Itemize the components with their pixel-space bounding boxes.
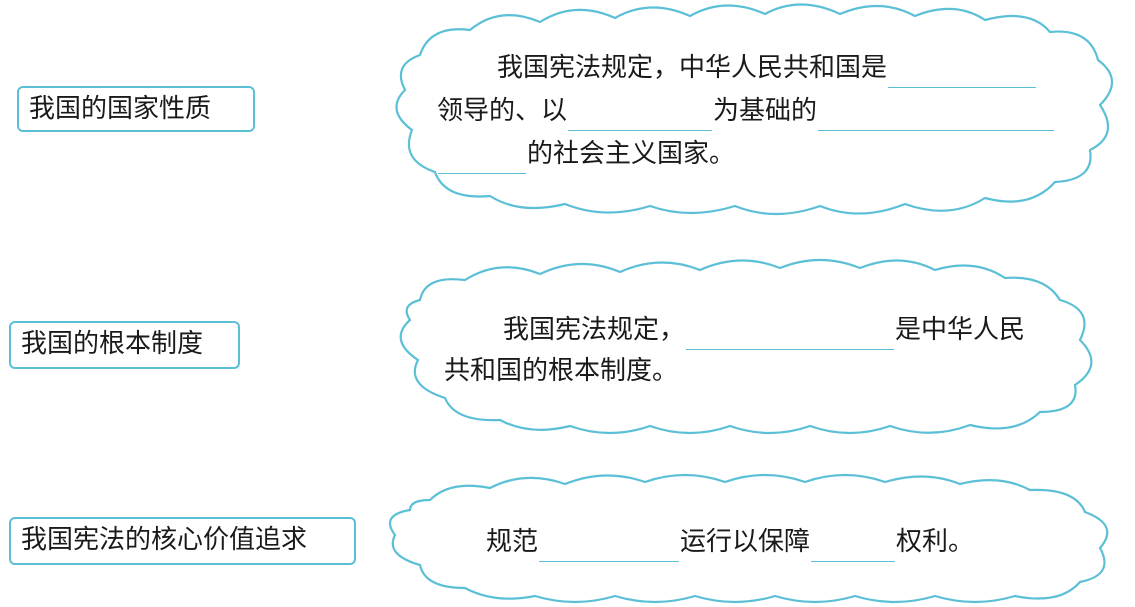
cloud2-text-2: 共和国的根本制度。 [444,356,679,386]
cloud2-text-1a: 我国宪法规定， [503,315,686,345]
cloud1-text-3: 的社会主义国家。 [527,139,736,169]
cloud1-text-2a: 领导的、以 [437,96,568,126]
cloud-bubble-system [399,258,1093,435]
cloud1-text-1: 我国宪法规定，中华人民共和国是 [497,53,888,83]
blank-nature-4[interactable] [438,143,526,174]
cloud3-line1: 规范 运行以保障 权利。 [486,522,974,562]
cloud1-line3: 的社会主义国家。 [437,134,735,174]
cloud3-text-1: 规范 [486,527,539,557]
cloud3-text-3: 权利。 [896,527,975,557]
cloud-bubble-core [388,473,1109,604]
blank-system-1[interactable] [686,319,895,350]
cloud2-line1: 我国宪法规定， 是中华人民 [503,310,1025,350]
cloud2-text-1b: 是中华人民 [895,315,1026,345]
cloud-bubble-nature [395,3,1114,216]
label-state-nature: 我国的国家性质 [17,86,255,132]
cloud3-text-2: 运行以保障 [680,527,811,557]
label-core-value: 我国宪法的核心价值追求 [9,517,356,565]
blank-nature-1[interactable] [888,57,1037,88]
cloud2-line2: 共和国的根本制度。 [444,351,678,391]
cloud1-text-2b: 为基础的 [713,96,818,126]
blank-core-1[interactable] [539,531,680,562]
cloud1-line1: 我国宪法规定，中华人民共和国是 [497,48,1037,88]
label-fundamental-system: 我国的根本制度 [9,321,240,369]
cloud1-line2: 领导的、以 为基础的 [437,91,1055,131]
blank-nature-3[interactable] [818,100,1055,131]
blank-core-2[interactable] [811,531,896,562]
blank-nature-2[interactable] [568,100,713,131]
